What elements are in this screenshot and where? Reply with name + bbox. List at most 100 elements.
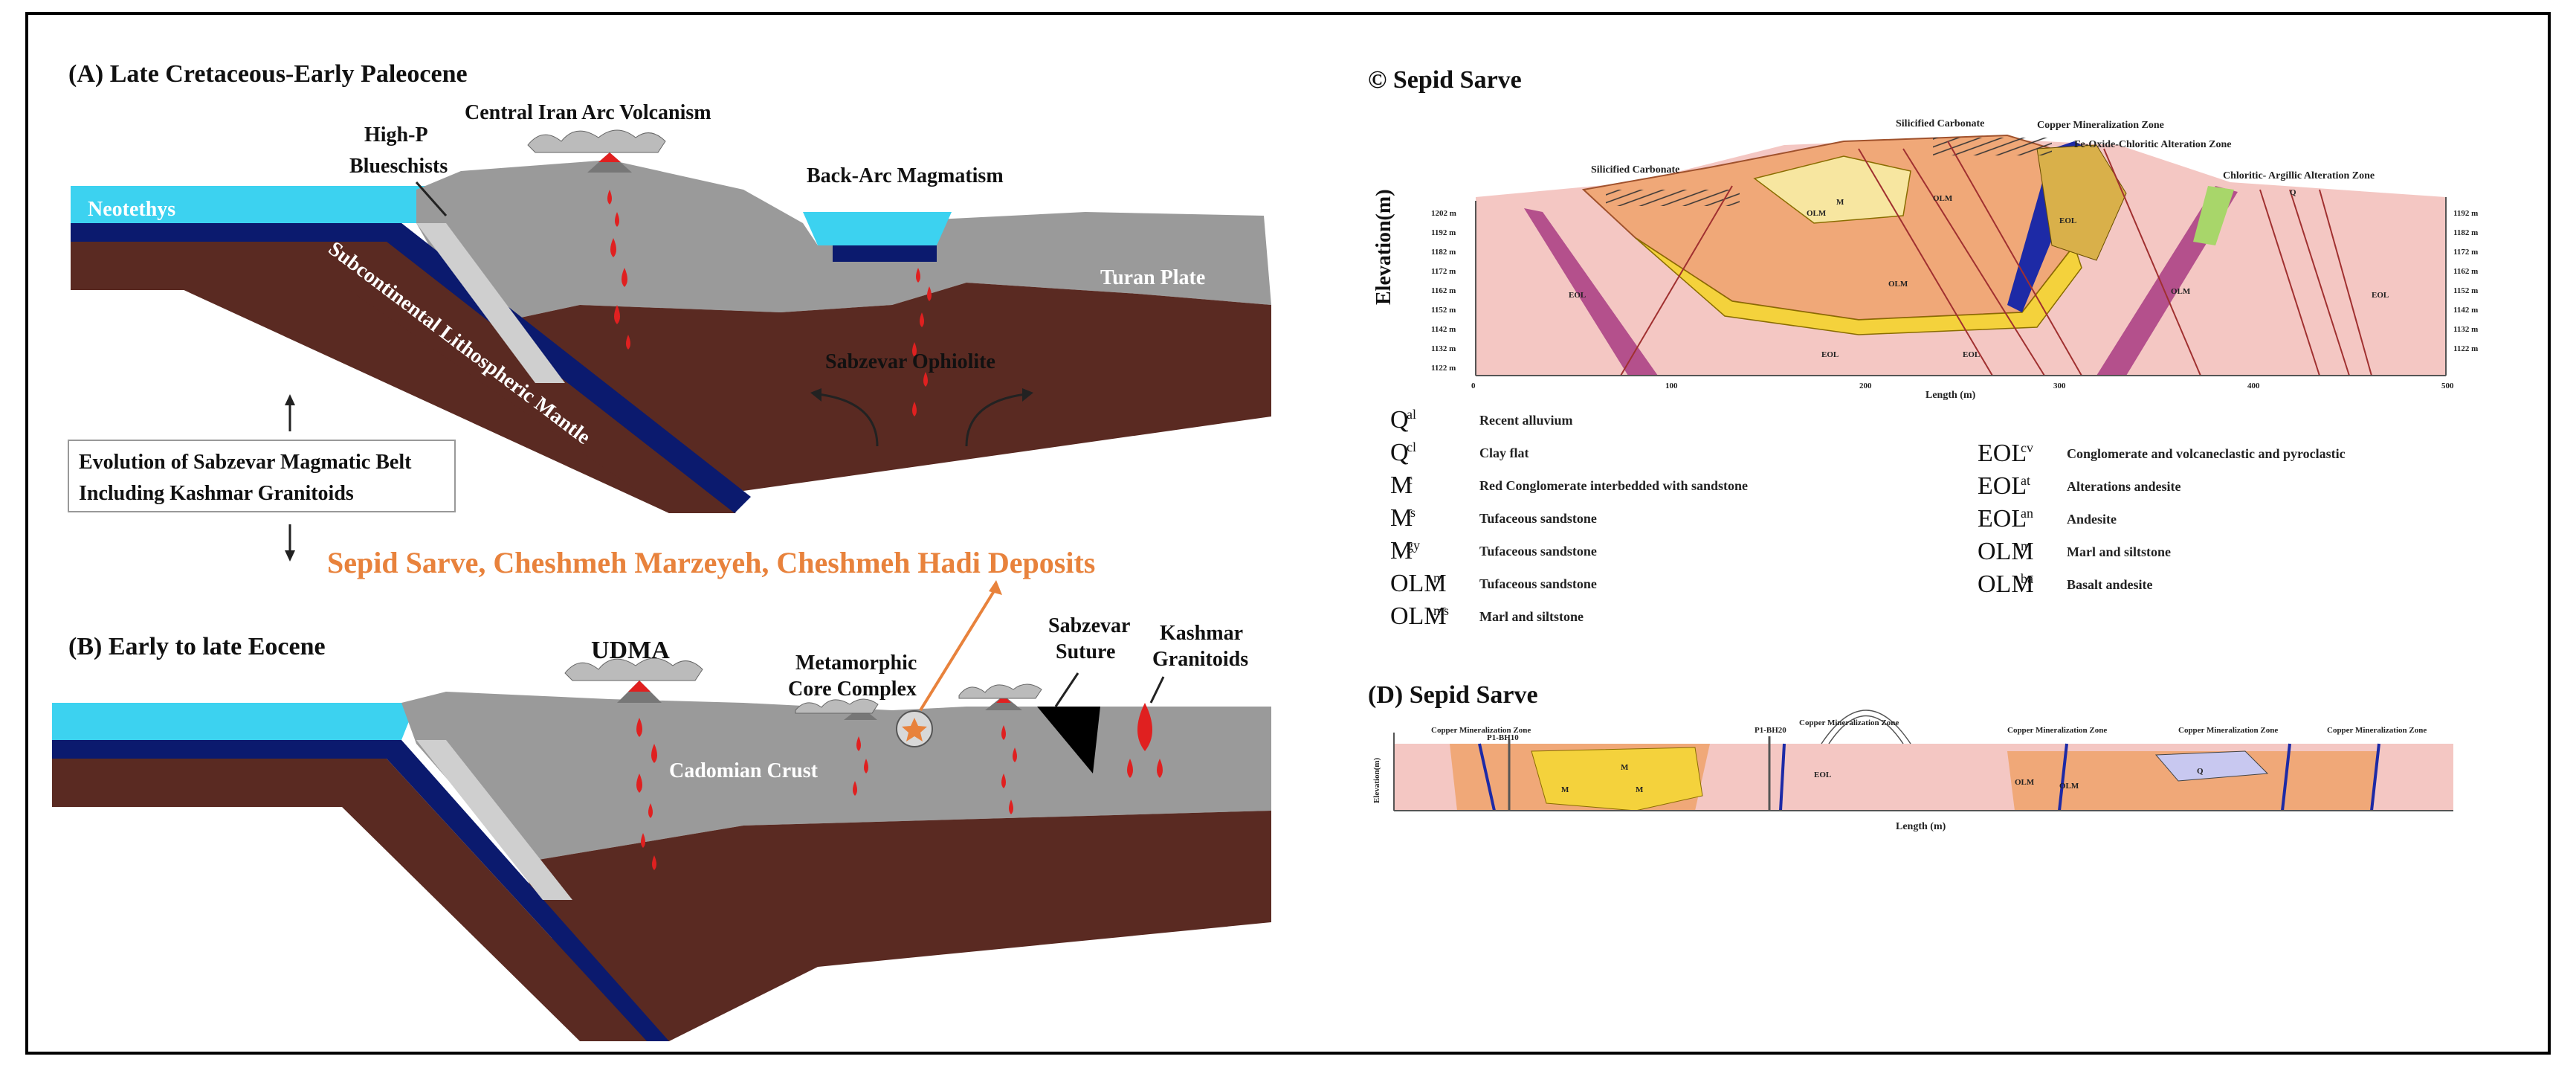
panel-a-title: (A) Late Cretaceous-Early Paleocene [68,60,468,88]
c-ytick: 1142 m [1431,325,1456,334]
d-unit-1: M [1621,763,1629,772]
c-xtick: 500 [2441,382,2454,390]
chloritic-label: Chloritic- Argillic Alteration Zone [2223,170,2375,181]
mcc-line2: Core Complex [788,678,917,701]
d-unit-7: Q [2197,767,2204,776]
unit-eol-e: EOL [2059,216,2076,225]
arc-volcano [587,152,632,173]
legend-superscript: ba [2021,571,2033,586]
silicified-carbonate-top [1933,138,2052,155]
legend-text: Andesite [2067,512,2117,527]
d-unit-3: M [1636,785,1644,794]
c-ytick-right: 1182 m [2453,228,2478,237]
c-ytick: 1132 m [1431,344,1456,353]
legend-text: Tufaceous sandstone [1479,576,1597,591]
c-ytick-right: 1192 m [2453,209,2478,218]
high-p-label: High-P [364,123,428,147]
d-cu-zone-lines [1478,743,2380,811]
deposits-title: Sepid Sarve, Cheshmeh Marzeyeh, Cheshmeh… [327,546,1095,579]
back-arc-label: Back-Arc Magmatism [807,164,1004,187]
legend-symbol: EOL [1978,472,2027,500]
legend-symbol: OLM [1978,538,2034,565]
legend-superscript: c [1407,472,1413,487]
eol-alt-zone [2036,144,2127,261]
legend-text: Red Conglomerate interbedded with sandst… [1479,478,1748,493]
c-ytick-right: 1152 m [2453,286,2478,295]
deposit-star-icon [902,718,927,742]
legend-superscript: ms [1433,603,1449,618]
legend-text: Recent alluvium [1479,413,1573,428]
unit-olm-a: OLM [1807,209,1827,218]
c-xtick: 400 [2247,382,2260,390]
udma-label: UDMA [591,637,670,664]
c-ytick: 1172 m [1431,267,1456,276]
legend-superscript: at [2021,473,2030,488]
legend-symbol: Q [1390,439,1409,466]
d-blue-lens [2154,750,2269,782]
unit-olm-b: OLM [1933,194,1953,203]
blueschist-wedge [416,223,565,383]
silicified-carbonate-left [1606,190,1740,206]
legend-symbol: EOL [1978,440,2027,467]
cu-zone-label: Copper Mineralization Zone [2037,120,2164,131]
d-yellow-lens [1531,747,1703,811]
c-ytick: 1152 m [1431,306,1456,315]
unit-eol-a: EOL [1569,291,1586,300]
panel-c: © Sepid Sarve 1202 m 1192 m 1182 m 1172 m 11… [1368,66,2478,401]
unit-qal: Q [2290,188,2296,197]
legend-symbol: OLM [1978,570,2034,598]
c-xtick: 100 [1665,382,1678,390]
spreading-arrowhead-left [810,388,821,402]
silicified-left-label: Silicified Carbonate [1591,164,1679,176]
legend-text: Alterations andesite [2067,479,2180,494]
d-unit-5: OLM [2015,778,2035,787]
panel-c-title: © Sepid Sarve [1368,66,1522,94]
c-ytick: 1202 m [1431,209,1456,218]
legend-symbol: M [1390,504,1413,532]
legend-text: Tufaceous sandstone [1479,511,1597,526]
d-borehole-lines [1508,736,1771,811]
d-ylabel: Elevation(m) [1372,758,1381,803]
kashmar-line2: Granitoids [1152,648,1248,671]
panel-b-title: (B) Early to late Eocene [68,633,326,660]
legend-superscript: m [2021,538,2031,553]
slab-mantle-a [71,242,735,513]
legend-text: Basalt andesite [2067,577,2153,592]
c-ytick: 1182 m [1431,248,1456,257]
silicified-top-label: Silicified Carbonate [1896,118,1984,129]
unit-eol-c: EOL [2372,291,2389,300]
panel-d: (D) Sepid Sarve Elevation(m) Length (m) … [1368,681,2453,832]
mcc-volcano [795,698,879,720]
evolution-line1: Evolution of Sabzevar Magmatic Belt [79,451,412,474]
d-dome-inner [1828,715,1904,744]
neotethys-ocean-b [52,703,416,740]
deposit-pointer-head [989,580,1002,595]
unit-eol-b: EOL [1963,350,1980,359]
unit-eol-d: EOL [1821,350,1839,359]
neotethys-label: Neotethys [88,198,175,221]
legend-text: Clay flat [1479,445,1529,460]
c-xtick: 0 [1471,382,1476,390]
cadomian-crust [401,692,1271,863]
back-arc-basin [803,212,952,245]
turan-plate-label: Turan Plate [1100,266,1205,289]
d-unit-2: M [1561,785,1569,794]
suture-line2: Suture [1056,640,1115,663]
d-cu-zone-2: Copper Mineralization Zone [1799,718,1899,727]
neotethys-ocean [71,186,439,223]
legend-superscript: gy [1407,538,1420,553]
mcc-line1: Metamorphic [795,652,917,675]
